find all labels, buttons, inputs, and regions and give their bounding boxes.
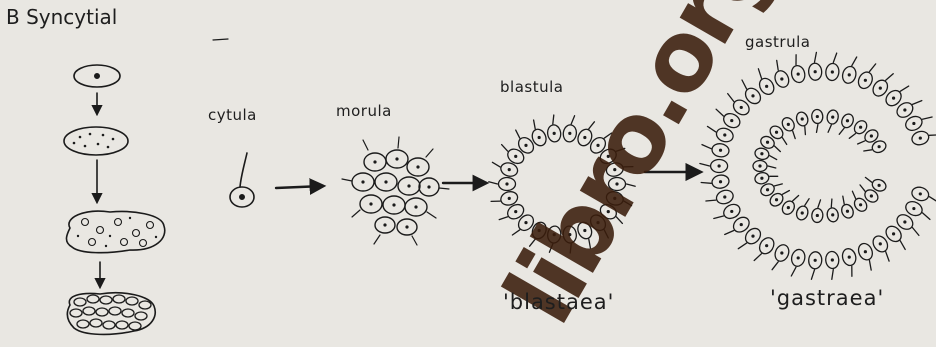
syncytial-stage-1 (74, 65, 120, 87)
gastrula-outer-cell (773, 60, 792, 89)
gastrula-inner-cell (826, 109, 839, 132)
gastrula-outer-cell (757, 69, 777, 97)
gastrula-outer-cell (716, 109, 742, 130)
gastrula-outer-cell (841, 247, 858, 276)
gastrula-outer-cell (700, 160, 728, 173)
label-morula: morula (336, 102, 392, 120)
gastrula-outer-cell (706, 188, 735, 206)
panel-heading: B Syncytial (6, 5, 117, 29)
gastrula-outer-cell (841, 57, 858, 85)
label-gastrula: gastrula (745, 33, 810, 51)
morula-cluster (342, 137, 449, 245)
label-cytula: cytula (208, 106, 257, 124)
blastula-cell (489, 178, 516, 191)
arrow-cytula-to-morula (276, 186, 323, 188)
gastrula-cup (700, 52, 936, 279)
blastula-cell (516, 130, 537, 156)
gastrula-outer-cell (790, 248, 807, 276)
gastrula-inner-cell (795, 111, 810, 135)
gastrula-outer-cell (808, 251, 822, 279)
gastrula-inner-cell (852, 191, 869, 213)
gastrula-outer-cell (910, 185, 936, 202)
gastrula-outer-cell (825, 53, 840, 81)
syncytial-stage-3 (66, 211, 164, 253)
gastrula-inner-cell (849, 118, 869, 138)
gastrula-outer-cell (754, 235, 777, 260)
gastrula-outer-cell (790, 55, 807, 84)
stray-stroke (213, 39, 228, 40)
gastrula-outer-cell (708, 126, 735, 144)
label-blastula: blastula (500, 78, 563, 96)
gastrula-inner-cell (759, 134, 781, 151)
gastrula-outer-cell (870, 74, 893, 99)
cytula-cell (230, 153, 254, 207)
gastrula-outer-cell (772, 243, 791, 270)
gastrula-inner-cell (865, 177, 887, 193)
gastrula-inner-cell (754, 171, 778, 185)
gastrula-inner-cell (826, 199, 839, 223)
gastrula-outer-cell (910, 129, 936, 146)
gastrula-inner-cell (811, 109, 823, 132)
label-gastraea: 'gastraea' (770, 286, 884, 310)
syncytial-stage-4 (67, 293, 155, 335)
gastrula-inner-cell (753, 161, 776, 172)
gastrula-inner-cell (768, 191, 790, 209)
gastrula-inner-cell (754, 147, 777, 161)
gastrula-outer-cell (856, 64, 876, 91)
gastrula-inner-cell (795, 199, 810, 222)
gastrula-inner-cell (840, 196, 856, 220)
gastrula-outer-cell (701, 174, 730, 190)
label-blastaea: 'blastaea' (503, 290, 614, 314)
gastrula-outer-cell (808, 52, 822, 80)
syncytial-sequence (64, 65, 165, 334)
blastula-cell (547, 115, 562, 143)
gastrula-outer-cell (825, 251, 840, 280)
gastrula-outer-cell (856, 241, 875, 270)
syncytial-stage-2 (64, 127, 128, 155)
gastrula-inner-cell (860, 185, 880, 205)
gastrula-inner-cell (811, 200, 823, 223)
gastrula-outer-cell (702, 142, 730, 158)
gastrula-inner-cell (839, 112, 855, 134)
